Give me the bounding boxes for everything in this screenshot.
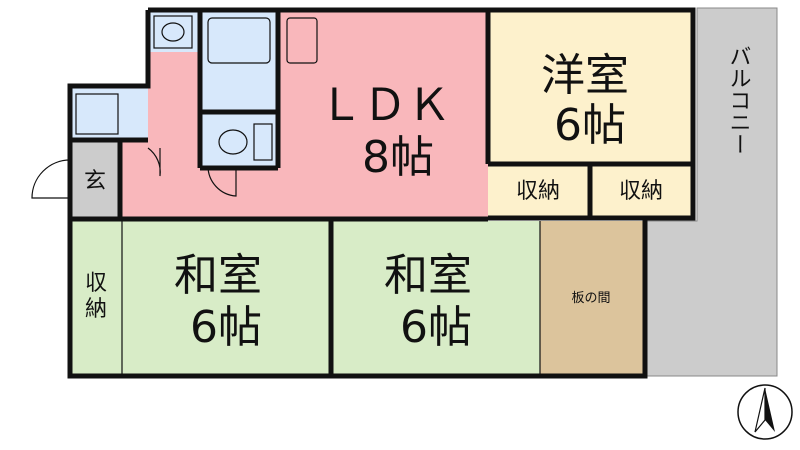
entrance-label: 玄 — [84, 169, 106, 194]
north-arrow-icon — [737, 384, 793, 440]
entrance-area — [70, 142, 120, 218]
japanese-left-size: 6帖 — [190, 302, 262, 353]
left-storage-label-top: 収 — [85, 271, 107, 296]
wood-floor-area — [540, 221, 643, 374]
western-room-area — [488, 12, 693, 164]
japanese-room-left-area — [122, 221, 330, 374]
ldk-size: 8帖 — [362, 132, 434, 183]
bathtub-fixture — [207, 17, 271, 64]
japanese-right-name: 和室 — [384, 250, 472, 301]
sink-fixture — [153, 15, 193, 49]
toilet-area — [200, 114, 276, 166]
japanese-left-name: 和室 — [174, 250, 262, 301]
left-storage-area — [70, 221, 122, 374]
wood-floor-label: 板の間 — [571, 291, 610, 306]
bathroom-area — [200, 12, 276, 110]
japanese-room-right-area — [332, 221, 540, 374]
toilet-tank — [253, 123, 273, 161]
western-room-name: 洋室 — [541, 50, 629, 101]
sink-basin — [161, 22, 185, 42]
left-storage-label-bottom: 納 — [85, 297, 107, 322]
toilet-fixture — [218, 129, 248, 155]
balcony-label: バルコニー — [726, 45, 751, 155]
storage-2-label: 収納 — [619, 179, 663, 204]
storage-2-area — [591, 166, 693, 216]
washroom-door — [147, 147, 161, 177]
outer-wall — [67, 7, 696, 379]
washroom-area — [148, 12, 200, 52]
western-room-size: 6帖 — [554, 100, 626, 151]
kitchen-counter — [286, 17, 318, 64]
entrance-door — [31, 159, 71, 199]
toilet-door — [207, 165, 237, 197]
storage-1-area — [488, 166, 589, 216]
ldk-name: ＬＤＫ — [319, 80, 451, 131]
japanese-right-size: 6帖 — [400, 302, 472, 353]
laundry-area — [70, 88, 148, 140]
storage-1-label: 収納 — [516, 179, 560, 204]
washing-machine — [75, 93, 119, 135]
